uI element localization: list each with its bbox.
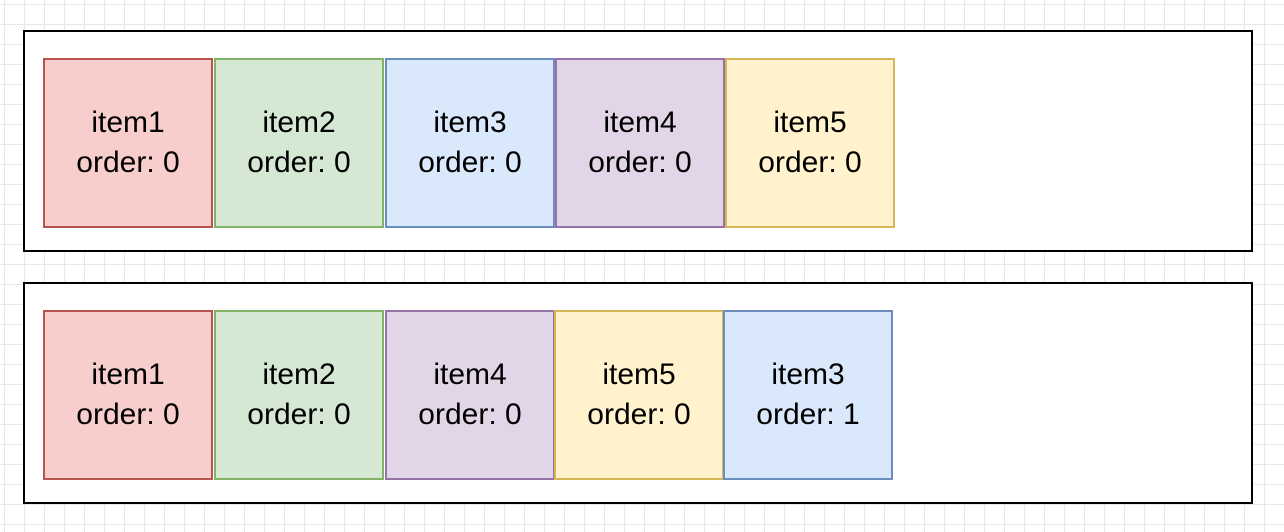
item-order: order: 0 (418, 146, 522, 179)
item-name: item1 (91, 358, 165, 391)
item-name: item5 (773, 106, 847, 139)
flex-item: item2 order: 0 (214, 58, 384, 228)
item-order: order: 0 (588, 146, 692, 179)
flex-item: item4 order: 0 (555, 58, 725, 228)
item-order: order: 1 (756, 398, 860, 431)
flex-container-reordered: item1 order: 0 item2 order: 0 item4 orde… (23, 282, 1253, 504)
flex-item: item3 order: 0 (385, 58, 555, 228)
item-order: order: 0 (418, 398, 522, 431)
item-name: item3 (771, 358, 845, 391)
item-order: order: 0 (247, 146, 351, 179)
item-name: item1 (91, 106, 165, 139)
flex-item: item4 order: 0 (385, 310, 555, 480)
item-order: order: 0 (587, 398, 691, 431)
flex-item: item1 order: 0 (43, 310, 213, 480)
item-name: item3 (433, 106, 507, 139)
item-name: item4 (603, 106, 677, 139)
item-order: order: 0 (758, 146, 862, 179)
item-name: item5 (602, 358, 676, 391)
flex-item: item5 order: 0 (725, 58, 895, 228)
flex-item: item5 order: 0 (554, 310, 724, 480)
item-name: item4 (433, 358, 507, 391)
flex-item: item2 order: 0 (214, 310, 384, 480)
item-order: order: 0 (76, 146, 180, 179)
item-name: item2 (262, 106, 336, 139)
flex-item: item3 order: 1 (723, 310, 893, 480)
item-name: item2 (262, 358, 336, 391)
item-order: order: 0 (76, 398, 180, 431)
item-order: order: 0 (247, 398, 351, 431)
flex-container-default-order: item1 order: 0 item2 order: 0 item3 orde… (23, 30, 1253, 252)
flex-item: item1 order: 0 (43, 58, 213, 228)
